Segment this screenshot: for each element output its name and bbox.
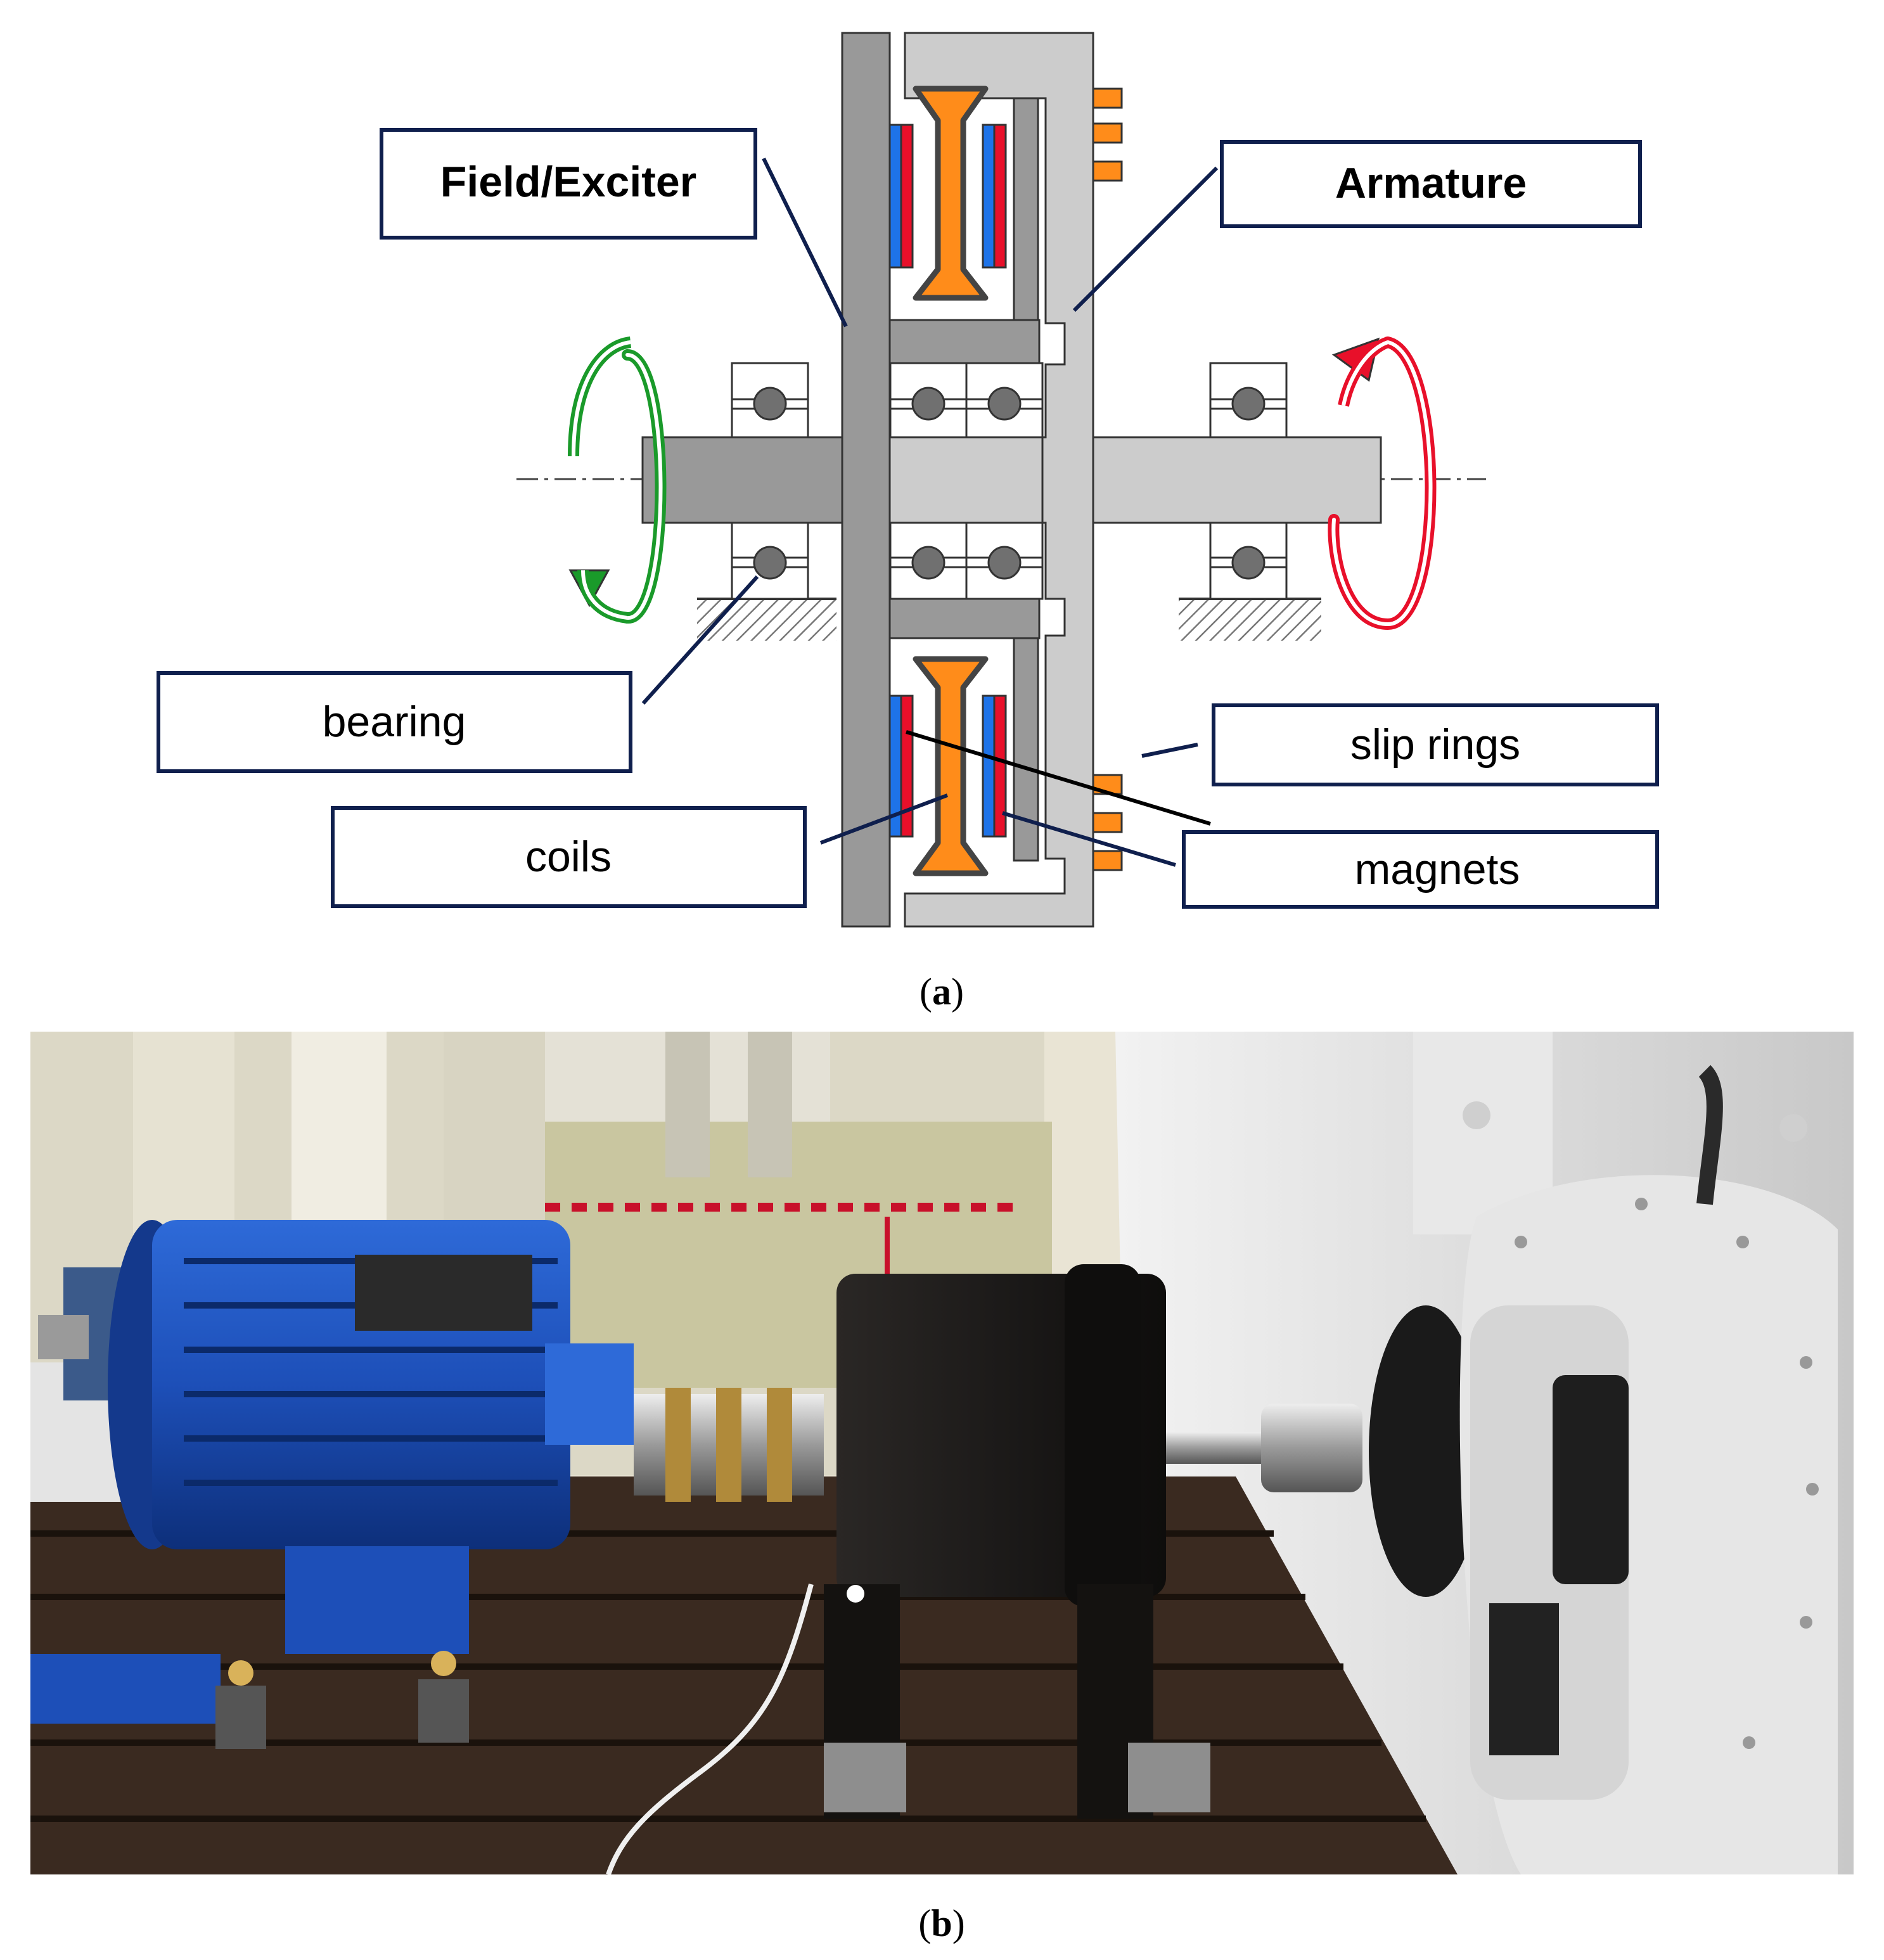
label-armature-text: Armature <box>1335 159 1527 207</box>
label-field-exciter: Field/Exciter <box>380 128 757 240</box>
label-armature: Armature <box>1220 140 1642 228</box>
label-coils: coils <box>331 806 807 908</box>
coil-assembly-top <box>888 86 1007 301</box>
label-field-exciter-text: Field/Exciter <box>440 158 696 206</box>
label-coils-text: coils <box>525 833 612 881</box>
field-exciter-disc <box>841 32 891 928</box>
armature-housing <box>904 32 1094 928</box>
exciter-bridge-top <box>888 319 1041 364</box>
label-bearing-text: bearing <box>323 698 466 746</box>
rotation-arrow-right-icon <box>1328 336 1437 631</box>
load-machine <box>1459 1065 1838 1874</box>
ground-support-right <box>1179 599 1321 641</box>
label-slip-rings: slip rings <box>1212 703 1659 786</box>
exciter-bridge-bottom <box>888 598 1041 639</box>
armature-inner-bar-bottom <box>1013 634 1039 862</box>
coil-assembly-bottom <box>888 656 1007 876</box>
label-magnets-text: magnets <box>1355 845 1520 894</box>
slip-rings-top <box>1092 87 1123 182</box>
label-slip-rings-text: slip rings <box>1350 721 1520 769</box>
magnets-leader-line <box>906 730 1211 826</box>
sensor-cable <box>606 1583 814 1874</box>
armature-inner-bar-top <box>1013 97 1039 324</box>
label-magnets: magnets <box>1182 830 1659 909</box>
label-bearing: bearing <box>157 671 632 773</box>
leader-lines <box>641 157 1219 867</box>
shaft-right <box>888 436 1382 524</box>
blue-induction-motor <box>30 1220 634 1724</box>
black-axial-machine <box>824 1264 1210 1819</box>
caption-b: (b) <box>918 1902 964 1944</box>
test-bench-photo <box>30 1032 1854 1874</box>
caption-a: (a) <box>920 971 964 1013</box>
machine-cross-section-diagram: Field/Exciter Armature bearing slip ring… <box>157 32 1659 928</box>
rotation-arrow-left-icon <box>568 336 667 624</box>
